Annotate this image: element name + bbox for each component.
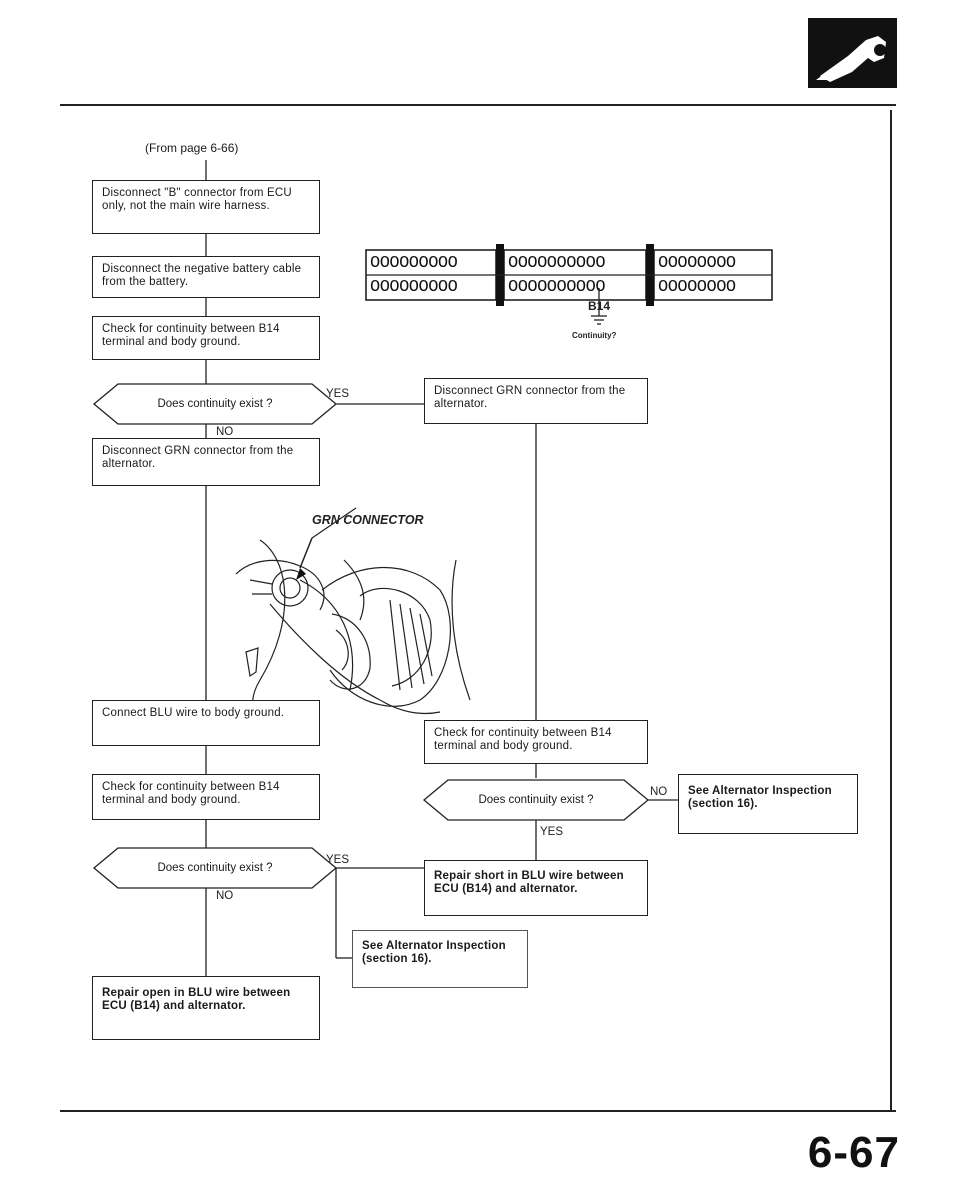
right-decision-yes-label: YES	[540, 826, 564, 838]
right-decision-no-label: NO	[650, 786, 668, 798]
header-rule	[60, 104, 896, 106]
step-connect-blu-wire: Connect BLU wire to body ground.	[92, 700, 320, 746]
grn-connector-callout: GRN CONNECTOR	[312, 513, 424, 527]
decision-1-text: Does continuity exist ?	[157, 398, 273, 410]
section-tab-icon	[808, 18, 897, 88]
connector-row-middle-top: OOOOOOOOOO	[508, 254, 606, 273]
decision-shape-right	[422, 779, 650, 821]
source-page-note: (From page 6-66)	[145, 141, 239, 155]
step-disconnect-grn-connector: Disconnect GRN connector from the altern…	[92, 438, 320, 486]
right-step-disconnect-grn-connector: Disconnect GRN connector from the altern…	[424, 378, 648, 424]
step-disconnect-battery: Disconnect the negative battery cable fr…	[92, 256, 320, 298]
alternator-illustration	[235, 507, 471, 727]
right-decision-text: Does continuity exist ?	[478, 794, 594, 806]
step-disconnect-b-connector: Disconnect "B" connector from ECU only, …	[92, 180, 320, 234]
page-number: 6-67	[807, 1128, 900, 1177]
decision-2-no-label: NO	[216, 890, 234, 902]
decision-2-yes-label: YES	[326, 854, 350, 866]
connector-row-right-top: OOOOOOOO	[658, 254, 736, 273]
result-repair-short-wire: Repair short in BLU wire between ECU (B1…	[424, 860, 648, 916]
right-border-rule	[890, 110, 892, 1110]
connector-row-left-bottom: OOOOOOOOO	[370, 278, 458, 297]
decision-1-yes-label: YES	[326, 388, 350, 400]
connector-row-right-bottom: OOOOOOOO	[658, 278, 736, 297]
result-see-alternator-inspection: See Alternator Inspection (section 16).	[678, 774, 858, 834]
continuity-question-label: Continuity?	[572, 331, 617, 340]
decision-shape-1	[92, 383, 338, 425]
right-step-check-continuity: Check for continuity between B14 termina…	[424, 720, 648, 764]
decision-2-text: Does continuity exist ?	[157, 862, 273, 874]
decision-1-no-label: NO	[216, 426, 234, 438]
decision-shape-2	[92, 847, 338, 889]
connector-row-left-top: OOOOOOOOO	[370, 254, 458, 273]
result-repair-open-wire: Repair open in BLU wire between ECU (B14…	[92, 976, 320, 1040]
middle-result-see-alternator-inspection: See Alternator Inspection (section 16).	[352, 930, 528, 988]
terminal-label-b14: B14	[588, 299, 611, 313]
step-check-continuity-2: Check for continuity between B14 termina…	[92, 774, 320, 820]
connector-row-middle-bottom: OOOOOOOOOO	[508, 278, 606, 297]
step-check-continuity-1: Check for continuity between B14 termina…	[92, 316, 320, 360]
alternator-tool-icon	[816, 36, 886, 82]
footer-rule	[60, 1110, 896, 1112]
